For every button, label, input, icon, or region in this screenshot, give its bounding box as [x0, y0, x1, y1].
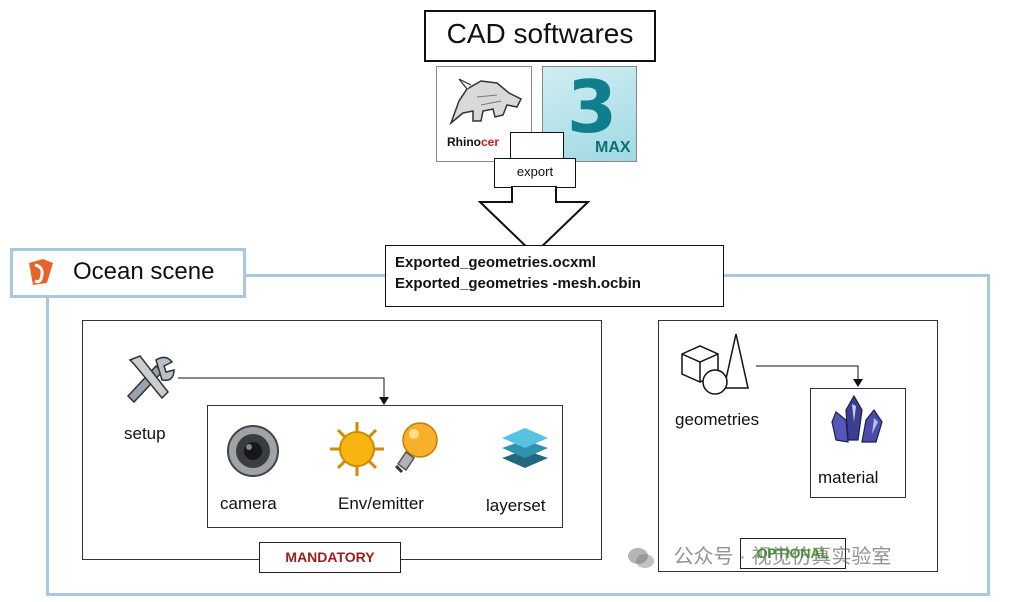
wechat-icon [628, 547, 654, 568]
mandatory-items-panel [207, 405, 563, 528]
rhino-wordmark: Rhinocer [447, 135, 500, 149]
layerset-label: layerset [486, 496, 546, 515]
exported-files-box: Exported_geometries.ocxml Exported_geome… [385, 245, 724, 307]
rhino-logo: Rhinocer [436, 66, 532, 162]
camera-label: camera [220, 494, 277, 513]
export-label-box: export [494, 158, 576, 188]
optional-badge: OPTIONAL [740, 538, 846, 569]
max-numeral: 3 [567, 66, 618, 149]
geometries-label: geometries [675, 410, 760, 429]
light-bulb-icon [394, 422, 438, 474]
setup-tools-icon [126, 355, 175, 404]
export-down-arrow [478, 186, 590, 256]
cad-softwares-title: CAD softwares [424, 10, 656, 62]
geometries-shapes-icon [681, 333, 749, 395]
watermark-text: 公众号 · 视觉仿真实验室 [673, 546, 892, 568]
layerset-icon [502, 428, 548, 468]
setup-connector-arrow [178, 377, 389, 405]
exported-file-ocxml: Exported_geometries.ocxml [395, 254, 596, 271]
ocean-scene-header: Ocean scene [10, 248, 246, 298]
crystal-material-icon [831, 394, 883, 443]
env-emitter-label: Env/emitter [338, 494, 424, 513]
ocean-logo-icon [29, 259, 53, 285]
exported-file-ocbin: Exported_geometries -mesh.ocbin [395, 275, 641, 292]
camera-icon [227, 425, 279, 477]
sun-icon [330, 422, 384, 476]
setup-label: setup [124, 424, 166, 443]
rhino-icon [449, 78, 523, 126]
max-wordmark: MAX [595, 139, 631, 156]
ocean-scene-title: Ocean scene [73, 258, 215, 285]
watermark: 公众号 · 视觉仿真实验室 [626, 540, 891, 573]
export-connector-box [510, 132, 564, 160]
material-label: material [818, 468, 879, 487]
mandatory-badge: MANDATORY [259, 542, 401, 573]
geometries-connector-arrow [756, 365, 863, 387]
